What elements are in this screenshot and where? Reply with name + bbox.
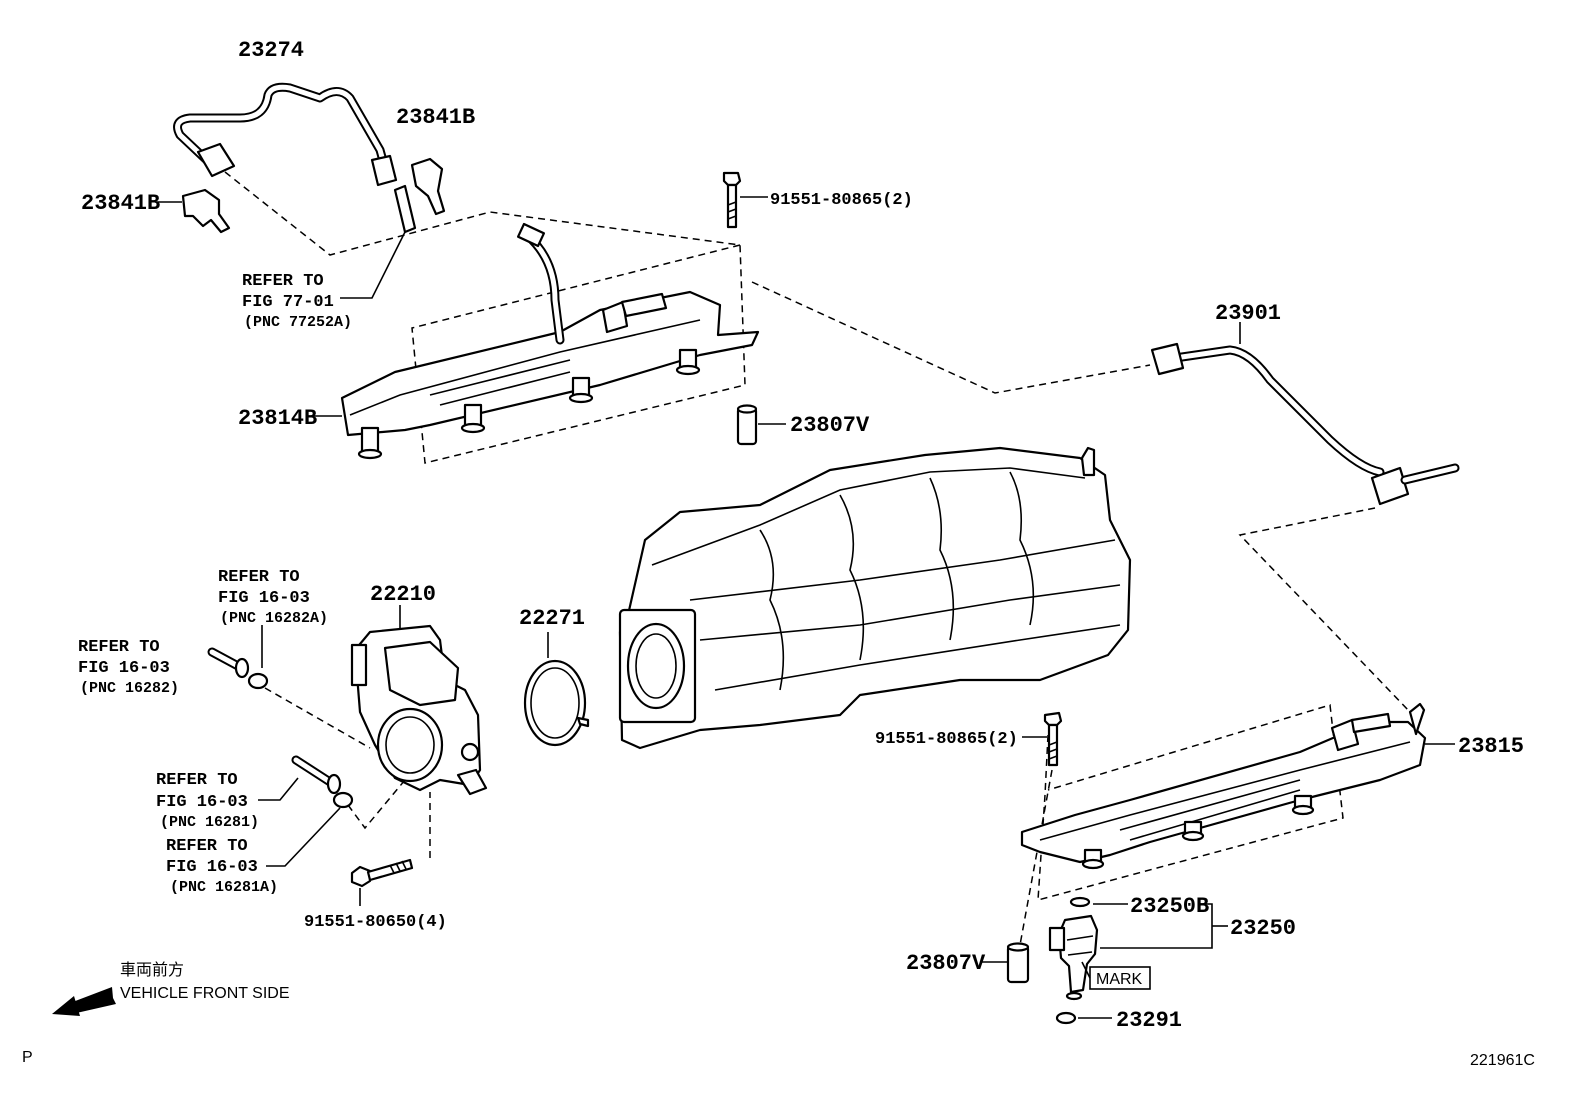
label-23291: 23291 bbox=[1116, 1008, 1182, 1033]
insulator-23807v-top[interactable] bbox=[736, 404, 758, 446]
dashed-link-hose-to-rail bbox=[224, 171, 746, 386]
label-23274: 23274 bbox=[238, 38, 304, 63]
label-refer-77-line1: REFER TO bbox=[242, 272, 324, 291]
label-bolt-top: 91551-80865(2) bbox=[770, 191, 913, 210]
label-refer-16281-pnc: (PNC 16281) bbox=[160, 814, 259, 831]
dashed-link-bolt-to-23807v bbox=[1019, 769, 1053, 946]
intake-manifold bbox=[618, 446, 1132, 750]
dashed-box-left-rail bbox=[411, 244, 746, 464]
hose-16282[interactable] bbox=[207, 647, 250, 679]
o-ring-23250b[interactable] bbox=[1069, 896, 1091, 908]
label-refer-16281a-line2: FIG 16-03 bbox=[166, 858, 258, 877]
seal-23291[interactable] bbox=[1055, 1011, 1077, 1025]
label-23815: 23815 bbox=[1458, 734, 1524, 759]
gasket-22271[interactable] bbox=[523, 659, 590, 747]
label-refer-16281-line1: REFER TO bbox=[156, 771, 238, 790]
label-refer-16281a-line1: REFER TO bbox=[166, 837, 248, 856]
bolt-91551-80865-top[interactable] bbox=[722, 171, 742, 229]
hose-16281[interactable] bbox=[291, 755, 342, 795]
label-refer-16282-pnc: (PNC 16282) bbox=[80, 680, 179, 697]
label-23250: 23250 bbox=[1230, 916, 1296, 941]
label-refer-16281-line2: FIG 16-03 bbox=[156, 793, 248, 812]
fuel-hose-23274[interactable] bbox=[173, 82, 417, 234]
label-refer-16282a-pnc: (PNC 16282A) bbox=[220, 610, 328, 627]
label-mark: MARK bbox=[1096, 971, 1143, 988]
label-23901: 23901 bbox=[1215, 301, 1281, 326]
leader-refer-16281a bbox=[266, 807, 341, 867]
label-direction-jp: 車両前方 bbox=[120, 961, 184, 979]
label-refer-16281a-pnc: (PNC 16281A) bbox=[170, 879, 278, 896]
bolt-91551-80865-mid[interactable] bbox=[1043, 711, 1063, 767]
label-bolt-bottom: 91551-80650(4) bbox=[304, 913, 447, 932]
insulator-23807v-bottom[interactable] bbox=[1006, 942, 1030, 984]
label-23250b: 23250B bbox=[1130, 894, 1209, 919]
clip-23841b-left[interactable] bbox=[181, 188, 231, 234]
dashed-link-23901-to-rail bbox=[1238, 507, 1411, 713]
leader-refer-77 bbox=[340, 231, 406, 299]
label-refer-77-line2: FIG 77-01 bbox=[242, 293, 334, 312]
dashed-link-16282-to-throttle bbox=[264, 687, 371, 749]
dashed-link-rail-to-23901 bbox=[751, 281, 1151, 394]
corner-letter: P bbox=[22, 1049, 33, 1066]
vehicle-front-arrow-icon bbox=[52, 987, 116, 1016]
label-direction-en: VEHICLE FRONT SIDE bbox=[120, 985, 290, 1002]
label-refer-16282a-line2: FIG 16-03 bbox=[218, 589, 310, 608]
label-refer-16282-line1: REFER TO bbox=[78, 638, 160, 657]
label-23807v-bottom: 23807V bbox=[906, 951, 986, 976]
label-bolt-mid: 91551-80865(2) bbox=[875, 730, 1018, 749]
clamp-16281a[interactable] bbox=[332, 791, 354, 809]
clamp-16282a[interactable] bbox=[247, 672, 269, 690]
leader-refer-16281 bbox=[258, 777, 299, 801]
label-23841b-top: 23841B bbox=[396, 105, 475, 130]
label-22210: 22210 bbox=[370, 582, 436, 607]
label-22271: 22271 bbox=[519, 606, 585, 631]
label-23841b-left: 23841B bbox=[81, 191, 160, 216]
label-refer-77-pnc: (PNC 77252A) bbox=[244, 314, 352, 331]
label-refer-16282-line2: FIG 16-03 bbox=[78, 659, 170, 678]
figure-id: 221961C bbox=[1470, 1052, 1535, 1069]
dashed-link-16281-to-throttle bbox=[347, 779, 406, 830]
label-23814b: 23814B bbox=[238, 406, 317, 431]
throttle-body-22210[interactable] bbox=[350, 624, 488, 796]
fuel-rail-23815[interactable] bbox=[1020, 702, 1427, 870]
fuel-rail-23814b[interactable] bbox=[340, 222, 760, 460]
bolt-91551-80650[interactable] bbox=[350, 858, 414, 888]
dashed-box-right-rail bbox=[1037, 704, 1344, 901]
fuel-pipe-23901[interactable] bbox=[1150, 342, 1460, 506]
injector-23250[interactable] bbox=[1048, 914, 1099, 1001]
clip-23841b-top[interactable] bbox=[410, 157, 446, 216]
label-23807v-top: 23807V bbox=[790, 413, 870, 438]
mark-callout bbox=[1081, 961, 1151, 990]
label-refer-16282a-line1: REFER TO bbox=[218, 568, 300, 587]
